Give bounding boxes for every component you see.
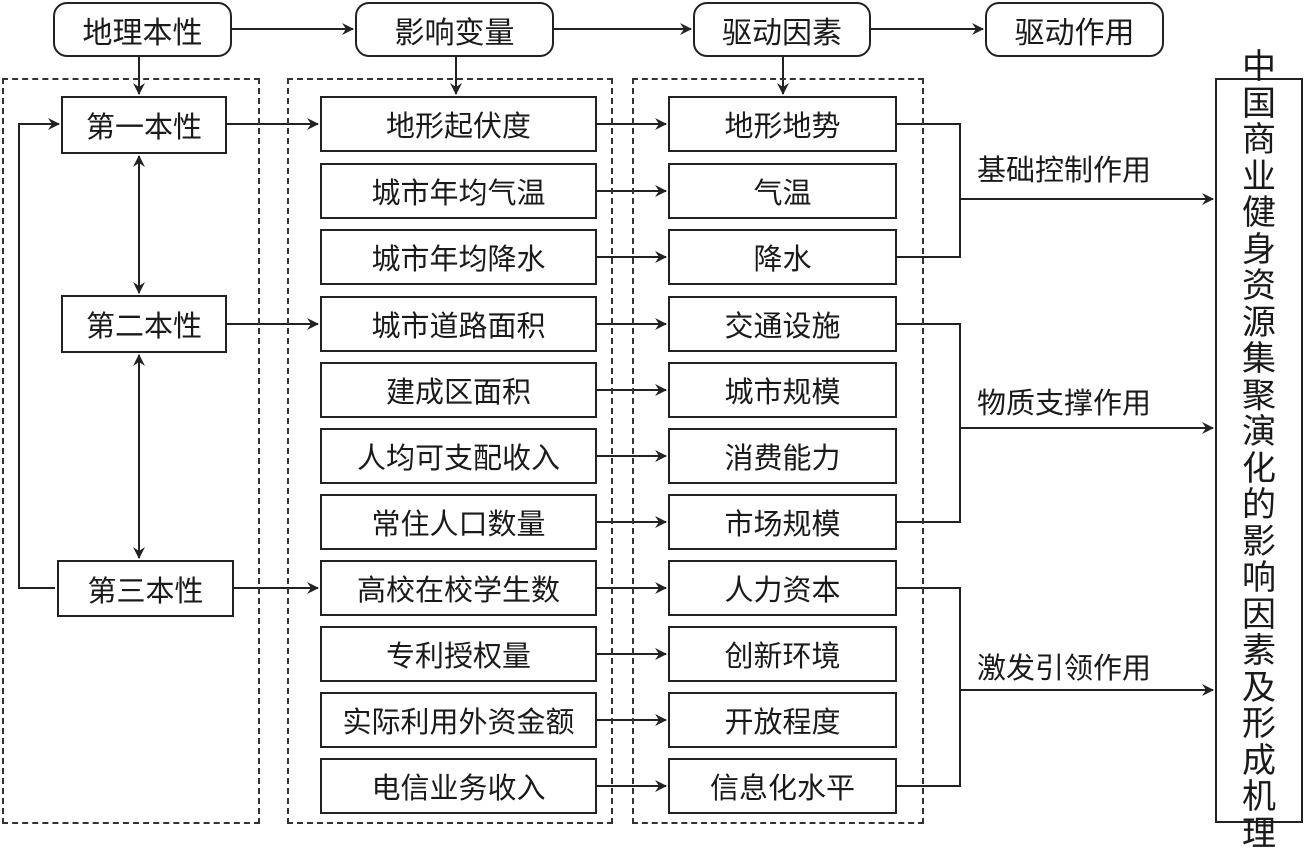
factor-box: 城市规模 [668,362,897,418]
outcome-char: 资 [1242,266,1276,306]
header-driving-factors: 驱动因素 [693,2,871,57]
variable-box: 专利授权量 [320,626,597,682]
factor-box: 市场规模 [668,494,897,550]
outcome-char: 业 [1242,156,1276,197]
outcome-box: 中国商业健身资源集聚演化的影响因素及形成机理 [1215,49,1303,852]
outcome-char: 成 [1242,740,1276,781]
outcome-char: 源 [1242,302,1276,343]
outcome-char: 理 [1242,813,1276,854]
arrow-nature-loop [18,118,60,589]
factor-box: 人力资本 [668,560,897,616]
outcome-char: 影 [1242,521,1276,562]
variable-box: 电信业务收入 [320,758,597,814]
outcome-char: 商 [1242,120,1276,160]
nature-first: 第一本性 [61,96,227,154]
outcome-char: 健 [1242,193,1276,233]
variable-box: 城市年均气温 [320,163,597,219]
outcome-char: 中 [1242,47,1276,87]
outcome-char: 的 [1242,485,1276,525]
variable-box: 实际利用外资金额 [320,692,597,748]
outcome-char: 化 [1242,448,1276,489]
outcome-char: 国 [1242,83,1276,124]
effect-label-stimulus-leading: 激发引领作用 [977,651,1152,685]
outcome-char: 机 [1242,777,1276,817]
outcome-char: 集 [1242,339,1276,379]
outcome-char: 聚 [1242,375,1276,416]
factor-box: 消费能力 [668,428,897,484]
variable-box: 人均可支配收入 [320,428,597,484]
factor-group-container [632,78,924,824]
group-stimulus-leading-bracket [897,587,961,787]
outcome-char: 响 [1242,558,1276,598]
header-geographic-nature: 地理本性 [53,2,232,57]
variable-box: 地形起伏度 [320,96,597,152]
nature-second: 第二本性 [61,295,227,353]
factor-box: 开放程度 [668,692,897,748]
variable-box: 城市道路面积 [320,296,597,352]
factor-box: 地形地势 [668,96,897,152]
outcome-char: 演 [1242,412,1276,452]
group-basic-control-bracket [897,123,961,258]
group-material-support-bracket [897,323,961,523]
outcome-char: 因 [1242,594,1276,635]
effect-label-basic-control: 基础控制作用 [977,153,1152,187]
header-influence-variables: 影响变量 [355,2,554,57]
factor-box: 降水 [668,229,897,285]
factor-box: 交通设施 [668,296,897,352]
factor-box: 信息化水平 [668,758,897,814]
variable-box: 城市年均降水 [320,229,597,285]
connector-layer [18,23,1214,792]
variable-box: 建成区面积 [320,362,597,418]
header-driving-effects: 驱动作用 [985,2,1164,57]
effect-label-material-support: 物质支撑作用 [977,386,1152,420]
variable-group-container [287,78,613,824]
outcome-char: 身 [1242,229,1276,270]
nature-group-container [2,78,260,824]
outcome-char: 素 [1242,631,1276,671]
outcome-char: 形 [1242,704,1276,744]
variable-box: 高校在校学生数 [320,560,597,616]
factor-box: 创新环境 [668,626,897,682]
factor-box: 气温 [668,163,897,219]
variable-box: 常住人口数量 [320,494,597,550]
nature-third: 第三本性 [57,560,234,617]
outcome-char: 及 [1242,667,1276,708]
